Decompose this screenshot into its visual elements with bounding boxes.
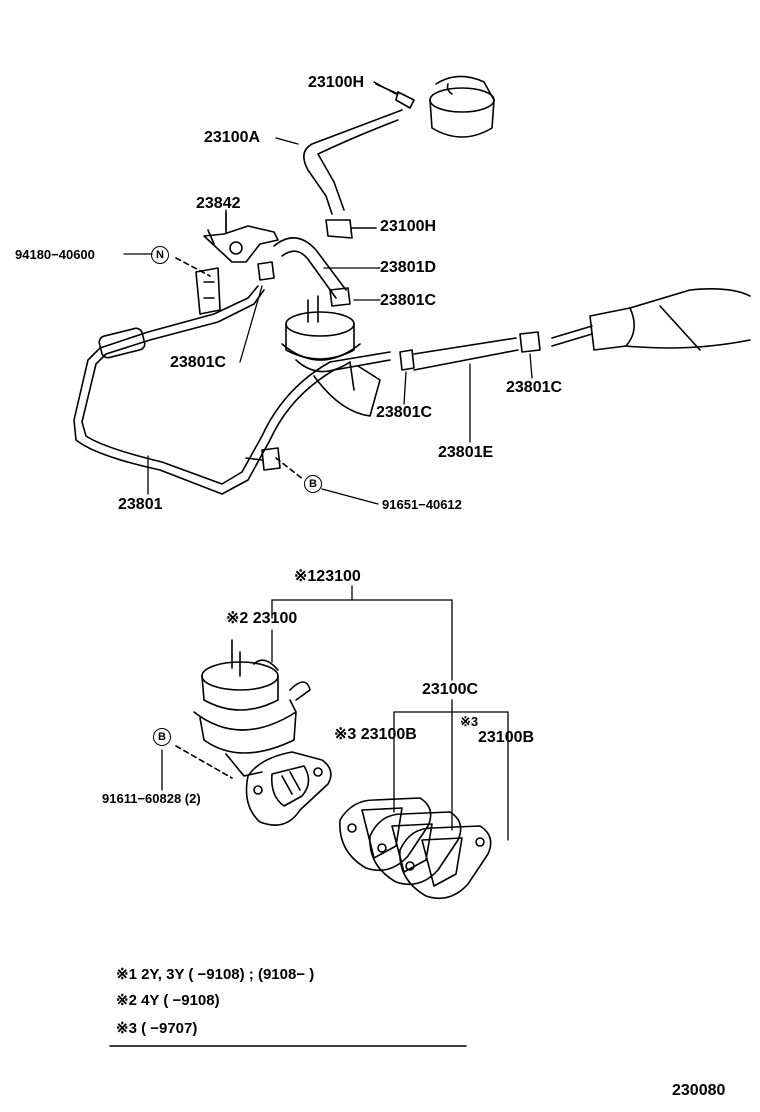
footnote-1: ※1 2Y, 3Y ( −9108) ; (9108− )	[116, 966, 315, 983]
leader-lines-top	[123, 81, 533, 505]
label-23801c-a: 23801C	[380, 292, 437, 309]
hose-23801d-drawing	[273, 237, 347, 299]
footnote-3: ※3 ( −9707)	[116, 1020, 198, 1037]
label-23801c-d: 23801C	[376, 404, 433, 421]
footnote-2: ※2 4Y ( −9108)	[116, 992, 220, 1009]
label-23801c-b: 23801C	[170, 354, 227, 371]
callout-b-top: B	[304, 475, 322, 493]
label-91611-60828: 91611−60828 (2)	[102, 791, 201, 806]
hose-23801e-drawing	[413, 337, 519, 371]
bracket-lines-bottom	[161, 585, 509, 841]
label-23100h-mid: 23100H	[380, 218, 437, 235]
label-3-mark: ※3	[460, 714, 479, 729]
pipe-23801-drawing	[73, 285, 391, 495]
label-23801d: 23801D	[380, 259, 437, 276]
label-23842: 23842	[196, 195, 241, 212]
label-23100c: 23100C	[422, 681, 479, 698]
label-23100b-b: 23100B	[478, 729, 535, 746]
label-23801c-c: 23801C	[506, 379, 563, 396]
fuel-pump-top-drawing	[281, 295, 381, 417]
clamp-23100h-mid-drawing	[325, 219, 377, 239]
label-3-23100b-a: ※3 23100B	[334, 726, 417, 743]
label-23801: 23801	[118, 496, 163, 513]
callout-n: N	[151, 246, 169, 264]
bracket-23842-drawing	[203, 211, 279, 263]
label-23100h-top: 23100H	[308, 74, 365, 91]
bracket-lower-drawing	[245, 447, 281, 471]
gasket-stack-drawing	[339, 797, 492, 900]
label-91651-40612: 91651−40612	[382, 497, 462, 512]
clamp-23100h-top-drawing	[375, 83, 415, 109]
callout-b-bottom: B	[153, 728, 171, 746]
carburetor-cup-drawing	[429, 75, 495, 138]
gasket-single-drawing	[245, 751, 332, 826]
label-23801e: 23801E	[438, 444, 494, 461]
hose-23100a-drawing	[303, 109, 403, 215]
tank-connector-drawing	[551, 288, 751, 351]
label-23100a: 23100A	[204, 129, 261, 146]
clamp-23801c-drawings	[257, 261, 541, 371]
bolt-94180-drawing	[195, 267, 221, 315]
fuel-pump-bottom-drawing	[193, 639, 311, 777]
label-2-23100: ※2 23100	[226, 610, 298, 627]
label-94180-40600: 94180−40600	[15, 247, 95, 262]
label-123100: ※123100	[294, 568, 361, 585]
diagram-code: 230080	[672, 1082, 726, 1099]
